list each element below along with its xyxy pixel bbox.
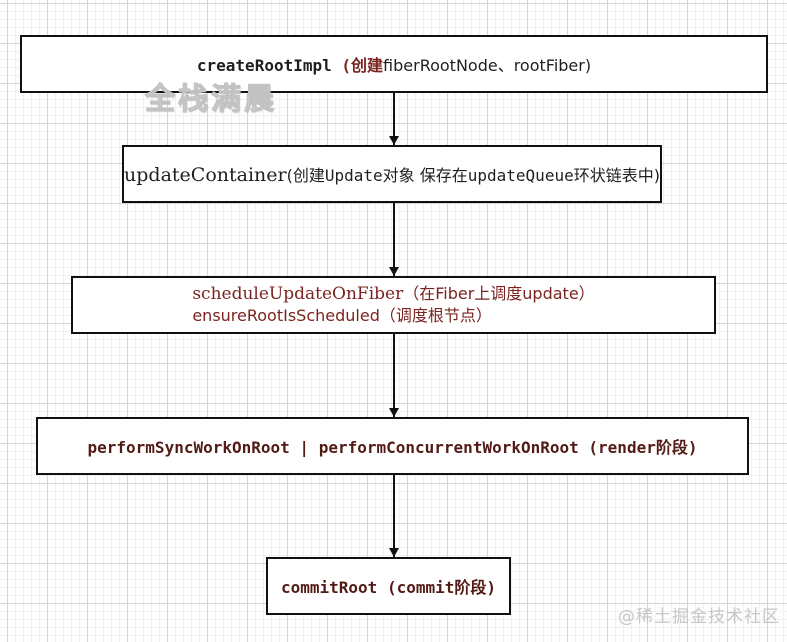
node-label: updateContainer(创建Update对象 保存在updateQueu… (124, 162, 660, 186)
annotation-text: (创建 (286, 166, 325, 185)
node-label: scheduleUpdateOnFiber（在Fiber上调度update） e… (192, 283, 594, 327)
flow-arrow-3 (389, 334, 399, 417)
annotation-text: （在Fiber上调度update） (403, 284, 595, 303)
line-1: scheduleUpdateOnFiber（在Fiber上调度update） (192, 284, 595, 304)
node-commit-root: commitRoot (commit阶段) (266, 557, 511, 615)
flow-arrow-2 (389, 203, 399, 276)
annotation-text: 对象 保存在 (382, 166, 468, 185)
node-create-root-impl: createRootImpl (创建fiberRootNode、rootFibe… (20, 35, 768, 93)
watermark-brand: 全栈满晨 (145, 82, 277, 118)
line-2: ensureRootIsScheduled（调度根节点） (192, 306, 492, 325)
flow-arrow-1 (389, 93, 399, 145)
code-text: updateContainer (124, 164, 287, 186)
code-text: createRootImpl (196, 56, 332, 75)
annotation-text: （调度根节点） (379, 306, 492, 325)
node-perform-work-on-root: performSyncWorkOnRoot | performConcurren… (36, 417, 749, 475)
node-update-container: updateContainer(创建Update对象 保存在updateQueu… (122, 145, 662, 203)
code-text: ensureRootIsScheduled (192, 306, 380, 325)
node-label: commitRoot (commit阶段) (280, 578, 497, 597)
code-text: Update (324, 166, 383, 185)
code-text: updateQueue (467, 166, 574, 185)
flow-arrow-4 (389, 475, 399, 557)
annotation-text: fiberRootNode、rootFiber) (383, 56, 592, 75)
annotation-text: (创建 (331, 56, 384, 75)
annotation-text: 环状链表中) (573, 166, 660, 185)
watermark-juejin-community: @稀土掘金技术社区 (618, 607, 780, 627)
node-label: createRootImpl (创建fiberRootNode、rootFibe… (197, 52, 591, 76)
node-schedule-update-on-fiber: scheduleUpdateOnFiber（在Fiber上调度update） e… (71, 276, 716, 334)
node-label: performSyncWorkOnRoot | performConcurren… (87, 438, 698, 457)
code-text: scheduleUpdateOnFiber (192, 284, 404, 304)
